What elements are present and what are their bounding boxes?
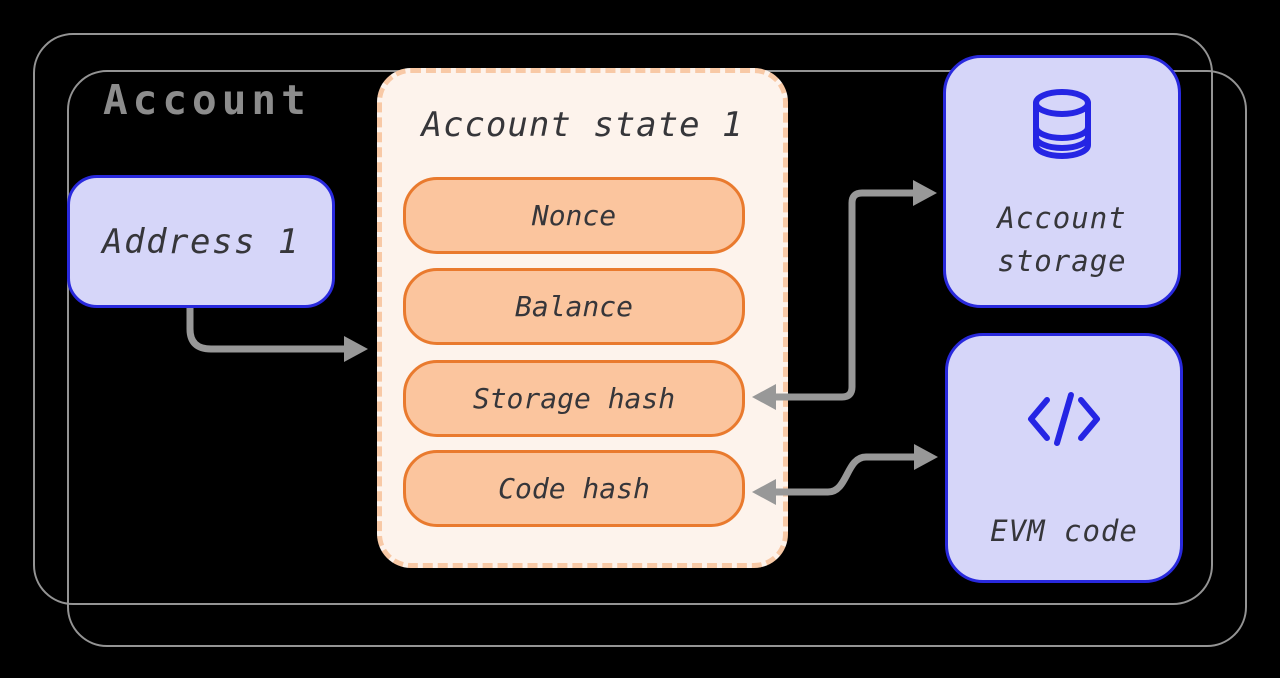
account-state-panel: Account state 1 Nonce Balance Storage ha… (377, 68, 788, 568)
balance-label: Balance (514, 290, 633, 323)
account-group-title: Account (103, 76, 311, 124)
state-field-code-hash: Code hash (403, 450, 745, 527)
evm-code-label: EVM code (990, 514, 1138, 548)
code-icon (1028, 392, 1100, 446)
evm-code-node: EVM code (945, 333, 1183, 583)
code-hash-label: Code hash (498, 472, 650, 505)
storage-hash-label: Storage hash (472, 382, 676, 415)
account-state-title: Account state 1 (421, 105, 744, 145)
address-node: Address 1 (67, 175, 335, 308)
state-field-balance: Balance (403, 268, 745, 345)
address-label: Address 1 (102, 221, 300, 262)
account-storage-node: Account storage (943, 55, 1181, 308)
database-icon (1033, 89, 1091, 159)
state-field-nonce: Nonce (403, 177, 745, 254)
nonce-label: Nonce (531, 199, 617, 232)
state-field-storage-hash: Storage hash (403, 360, 745, 437)
account-container (33, 33, 1213, 605)
account-storage-label: Account storage (997, 201, 1127, 278)
